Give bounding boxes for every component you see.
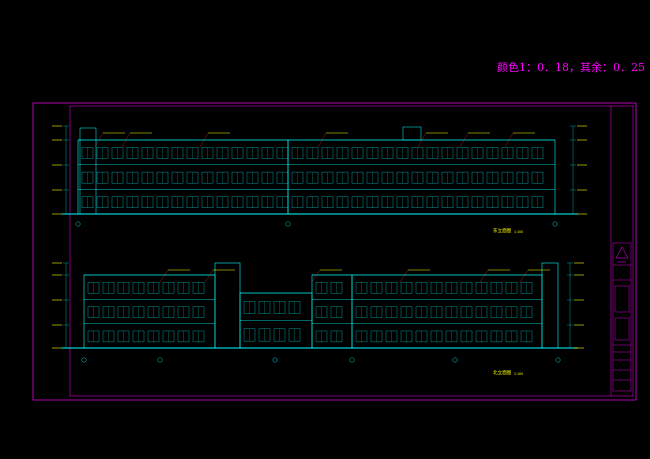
grid-bubble [349,357,355,363]
building-outline [351,274,543,349]
title-block-logo [615,246,629,263]
building-outline [287,139,556,215]
leader-line [121,132,131,148]
title-block [612,242,632,392]
line-weight-note: 颜色1：0．18，其余：0．25 [497,61,645,74]
stair-tower [541,262,559,349]
stair-tower [79,127,97,215]
leader-line [479,269,489,283]
grid-bubble [285,221,291,227]
grid-bubble [552,221,558,227]
leader-line [519,269,529,283]
stair-tower [214,262,241,349]
grid-bubble [81,357,87,363]
grid-bubble [157,357,163,363]
building-outline [311,274,353,349]
north-elevation [52,262,584,363]
grid-bubble [452,357,458,363]
elevation-title-north: 北立面图 [493,371,512,376]
outer-frame [32,102,637,401]
leader-line [399,269,409,283]
east-elevation [52,125,587,227]
roof-parapet [402,126,422,141]
leader-line [417,132,427,148]
leader-line [159,269,169,283]
leader-line [311,269,321,283]
elevation-scale-east: 1:100 [514,230,524,234]
leader-line [94,132,104,148]
leader-line [317,132,327,148]
leader-line [459,132,469,148]
elevation-scale-north: 1:100 [514,372,524,376]
leader-line [504,132,514,148]
grid-bubble [272,357,278,363]
building-outline [83,274,216,349]
grid-bubble [75,221,81,227]
elevation-title-east: 东立面图 [493,229,512,234]
inner-frame [69,105,634,397]
leader-line [204,269,214,283]
leader-line [199,132,209,148]
grid-bubble [555,357,561,363]
